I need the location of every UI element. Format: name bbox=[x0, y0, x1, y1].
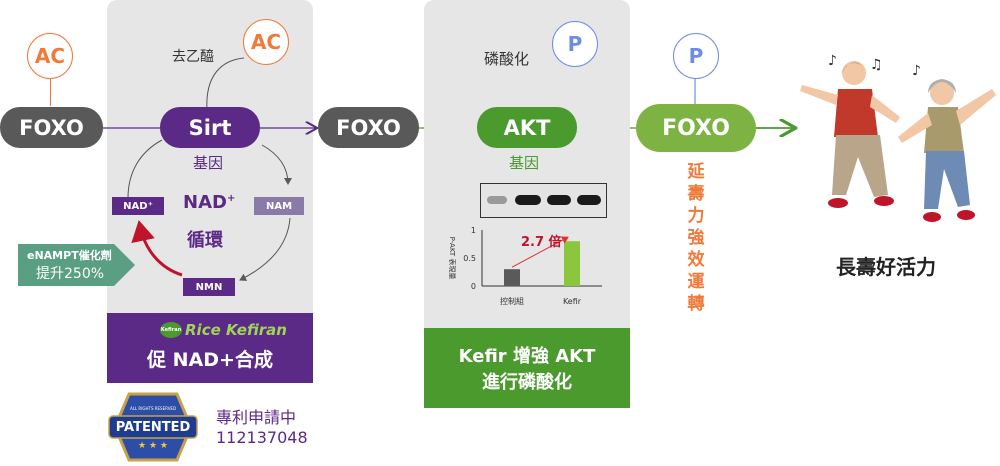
foxo-middle: FOXO bbox=[318, 107, 419, 148]
svg-text:♪: ♪ bbox=[912, 63, 921, 79]
patent-label: 專利申請中 bbox=[216, 408, 297, 427]
chart-bar bbox=[504, 269, 520, 286]
chart-annotation: 2.7 倍 bbox=[521, 235, 562, 250]
nad-cycle-subtitle: 循環 bbox=[187, 230, 223, 251]
ac-circle-panel: AC bbox=[243, 19, 289, 65]
nam-tag: NAM bbox=[254, 197, 304, 215]
panel-akt-footer-line2: 進行磷酸化 bbox=[482, 372, 572, 393]
p-circle-panel: P bbox=[552, 21, 598, 67]
ac-connector-line bbox=[50, 79, 51, 106]
ac-circle-left: AC bbox=[27, 33, 73, 79]
enampt-label: eNAMPT催化劑 bbox=[27, 249, 112, 262]
vertical-longevity-text: 延壽力強效運轉 bbox=[687, 162, 705, 314]
chart-y-tick-label: 1 bbox=[471, 226, 476, 235]
blot-band bbox=[515, 195, 541, 205]
patent-badge-top: ALL RIGHTS RESERVED bbox=[129, 406, 177, 411]
svg-text:★ ★ ★: ★ ★ ★ bbox=[138, 441, 168, 451]
blot-band bbox=[547, 195, 571, 205]
chart-x-tick-label: Kefir bbox=[563, 297, 582, 306]
brand-logo: Kefiran Rice Kefiran bbox=[160, 320, 287, 340]
sirt-pill: Sirt bbox=[160, 107, 260, 148]
nad-cycle-title: NAD+ bbox=[183, 192, 235, 213]
svg-text:♪: ♪ bbox=[828, 53, 837, 69]
chart-y-axis-label: P-AKT 表現量 bbox=[448, 237, 457, 280]
panel-sirt-footer-text: 促 NAD+合成 bbox=[147, 349, 273, 371]
panel-akt-footer-line1: Kefir 增強 AKT bbox=[458, 346, 596, 367]
chart-y-tick-label: 0 bbox=[471, 282, 476, 291]
chart-x-tick-label: 控制組 bbox=[500, 296, 524, 306]
akt-pill: AKT bbox=[477, 107, 577, 148]
foxo-right: FOXO bbox=[636, 104, 756, 152]
panel-akt-footer bbox=[424, 328, 630, 408]
enampt-arrow-shape bbox=[18, 244, 135, 286]
foxo-left: FOXO bbox=[0, 107, 103, 148]
chart-y-tick-label: 0.5 bbox=[463, 254, 476, 263]
patent-badge-icon: ★ ★ ★ bbox=[108, 392, 198, 462]
longevity-label: 長壽好活力 bbox=[836, 255, 936, 279]
western-blot-image bbox=[480, 183, 607, 218]
brand-name: Rice Kefiran bbox=[185, 321, 287, 339]
akt-gene-label: 基因 bbox=[509, 154, 540, 172]
panel-sirt-footer bbox=[107, 313, 313, 383]
brand-badge-icon: Kefiran bbox=[160, 322, 182, 338]
nmn-tag: NMN bbox=[183, 278, 235, 296]
nad-cycle-title-main: NAD bbox=[183, 192, 227, 213]
sirt-gene-label: 基因 bbox=[193, 154, 224, 172]
blot-band bbox=[577, 195, 601, 205]
nad-tag: NAD⁺ bbox=[112, 197, 164, 215]
patent-badge-main: PATENTED bbox=[115, 420, 191, 435]
enampt-value: 提升250% bbox=[36, 266, 105, 282]
chart-bar bbox=[564, 241, 580, 286]
deacetyl-label: 去乙醯 bbox=[172, 49, 214, 65]
blot-band bbox=[487, 196, 507, 204]
patent-number: 112137048 bbox=[216, 428, 308, 447]
phos-label: 磷酸化 bbox=[484, 50, 530, 68]
svg-text:♫: ♫ bbox=[870, 57, 883, 73]
p-circle-right: P bbox=[673, 33, 719, 79]
panel-akt bbox=[424, 0, 630, 328]
dancing-elders-illustration: ♪ ♫ ♪ bbox=[800, 53, 996, 222]
nad-cycle-title-sup: + bbox=[226, 193, 236, 204]
chart-increase-arrow bbox=[511, 236, 569, 268]
